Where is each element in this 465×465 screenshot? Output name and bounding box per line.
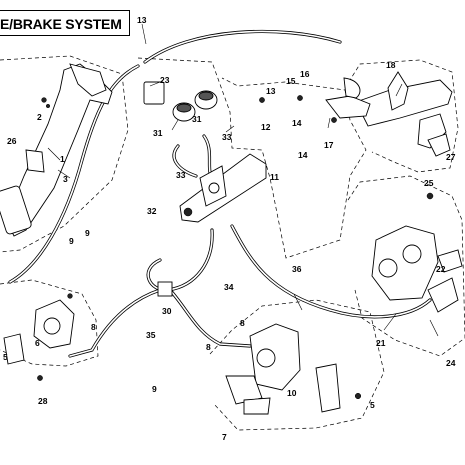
- pedal-group-outline: [0, 55, 129, 253]
- callout-14: 14: [298, 150, 308, 160]
- rear-caliper-assembly: [371, 192, 463, 313]
- pad-22: [427, 277, 459, 313]
- callout-11: 11: [270, 172, 279, 182]
- left-caliper-assembly: [3, 293, 75, 381]
- callout-33: 33: [176, 170, 186, 180]
- callout-22: 22: [436, 264, 446, 274]
- callout-1: 1: [60, 154, 65, 164]
- callout-18: 18: [386, 60, 396, 70]
- callout-9: 9: [152, 384, 157, 394]
- title-frame: E/BRAKE SYSTEM: [0, 10, 130, 36]
- caliper-group-outline: [137, 57, 367, 259]
- callout-7: 7: [222, 432, 227, 442]
- callout-36: 36: [292, 264, 302, 274]
- pad-6: [3, 333, 25, 365]
- caliper-right-body: [371, 225, 439, 301]
- master-cylinder-assembly: [143, 81, 267, 223]
- callout-32: 32: [147, 206, 157, 216]
- callout-31: 31: [192, 114, 202, 124]
- front-caliper-assembly: [225, 323, 362, 415]
- callout-27: 27: [446, 152, 456, 162]
- callout-5: 5: [3, 352, 8, 362]
- pad-10: [225, 375, 263, 405]
- lever-housing: [387, 71, 409, 111]
- callout-17: 17: [324, 140, 334, 150]
- callout-26: 26: [7, 136, 17, 146]
- lever-mount: [325, 95, 371, 119]
- callout-13: 13: [137, 15, 147, 25]
- callout-9: 9: [85, 228, 90, 238]
- callout-labels: 13 23 13 15 16 18 31 31 33 33 12 14 14 1…: [3, 15, 456, 442]
- callout-34: 34: [224, 282, 234, 292]
- callout-21: 21: [376, 338, 386, 348]
- pedal-bracket: [69, 63, 107, 97]
- bracket-16: [343, 77, 361, 99]
- callout-15: 15: [286, 76, 296, 86]
- callout-30: 30: [162, 306, 172, 316]
- callout-8: 8: [91, 322, 96, 332]
- junction-block: [157, 281, 173, 297]
- callout-14: 14: [292, 118, 302, 128]
- callout-2: 2: [37, 112, 42, 122]
- assembly-outlines: [0, 55, 465, 431]
- left-caliper-outline: [0, 279, 99, 367]
- callout-28: 28: [38, 396, 48, 406]
- rear-caliper-outline: [347, 175, 465, 357]
- callout-9: 9: [69, 236, 74, 246]
- callout-31: 31: [153, 128, 163, 138]
- callout-10: 10: [287, 388, 297, 398]
- front-caliper-outline: [209, 299, 385, 431]
- callout-35: 35: [146, 330, 156, 340]
- pedal-pad: [0, 185, 32, 235]
- bolt-2: [41, 97, 47, 103]
- brake-line-34: [146, 228, 214, 292]
- callout-6: 6: [35, 338, 40, 348]
- callout-12: 12: [261, 122, 271, 132]
- leader-lines: [47, 23, 439, 337]
- callout-3: 3: [63, 174, 68, 184]
- bolt-25: [426, 192, 434, 200]
- callout-23: 23: [160, 75, 170, 85]
- callout-13: 13: [266, 86, 276, 96]
- hand-lever-assembly: [259, 71, 453, 157]
- brake-lines: [8, 29, 432, 358]
- bracket-23: [143, 81, 165, 105]
- brake-pedal-assembly: [0, 63, 113, 237]
- callout-16: 16: [300, 69, 310, 79]
- callout-5: 5: [370, 400, 375, 410]
- diagram-title: E/BRAKE SYSTEM: [0, 16, 122, 32]
- spring: [25, 149, 45, 173]
- callout-24: 24: [446, 358, 456, 368]
- lever-group-outline: [344, 59, 459, 173]
- callout-8: 8: [206, 342, 211, 352]
- callout-25: 25: [424, 178, 434, 188]
- tee-fitting-30: [157, 281, 173, 297]
- callout-8: 8: [240, 318, 245, 328]
- brake-line-35: [68, 288, 162, 358]
- bracket-front: [315, 363, 341, 413]
- callout-33: 33: [222, 132, 232, 142]
